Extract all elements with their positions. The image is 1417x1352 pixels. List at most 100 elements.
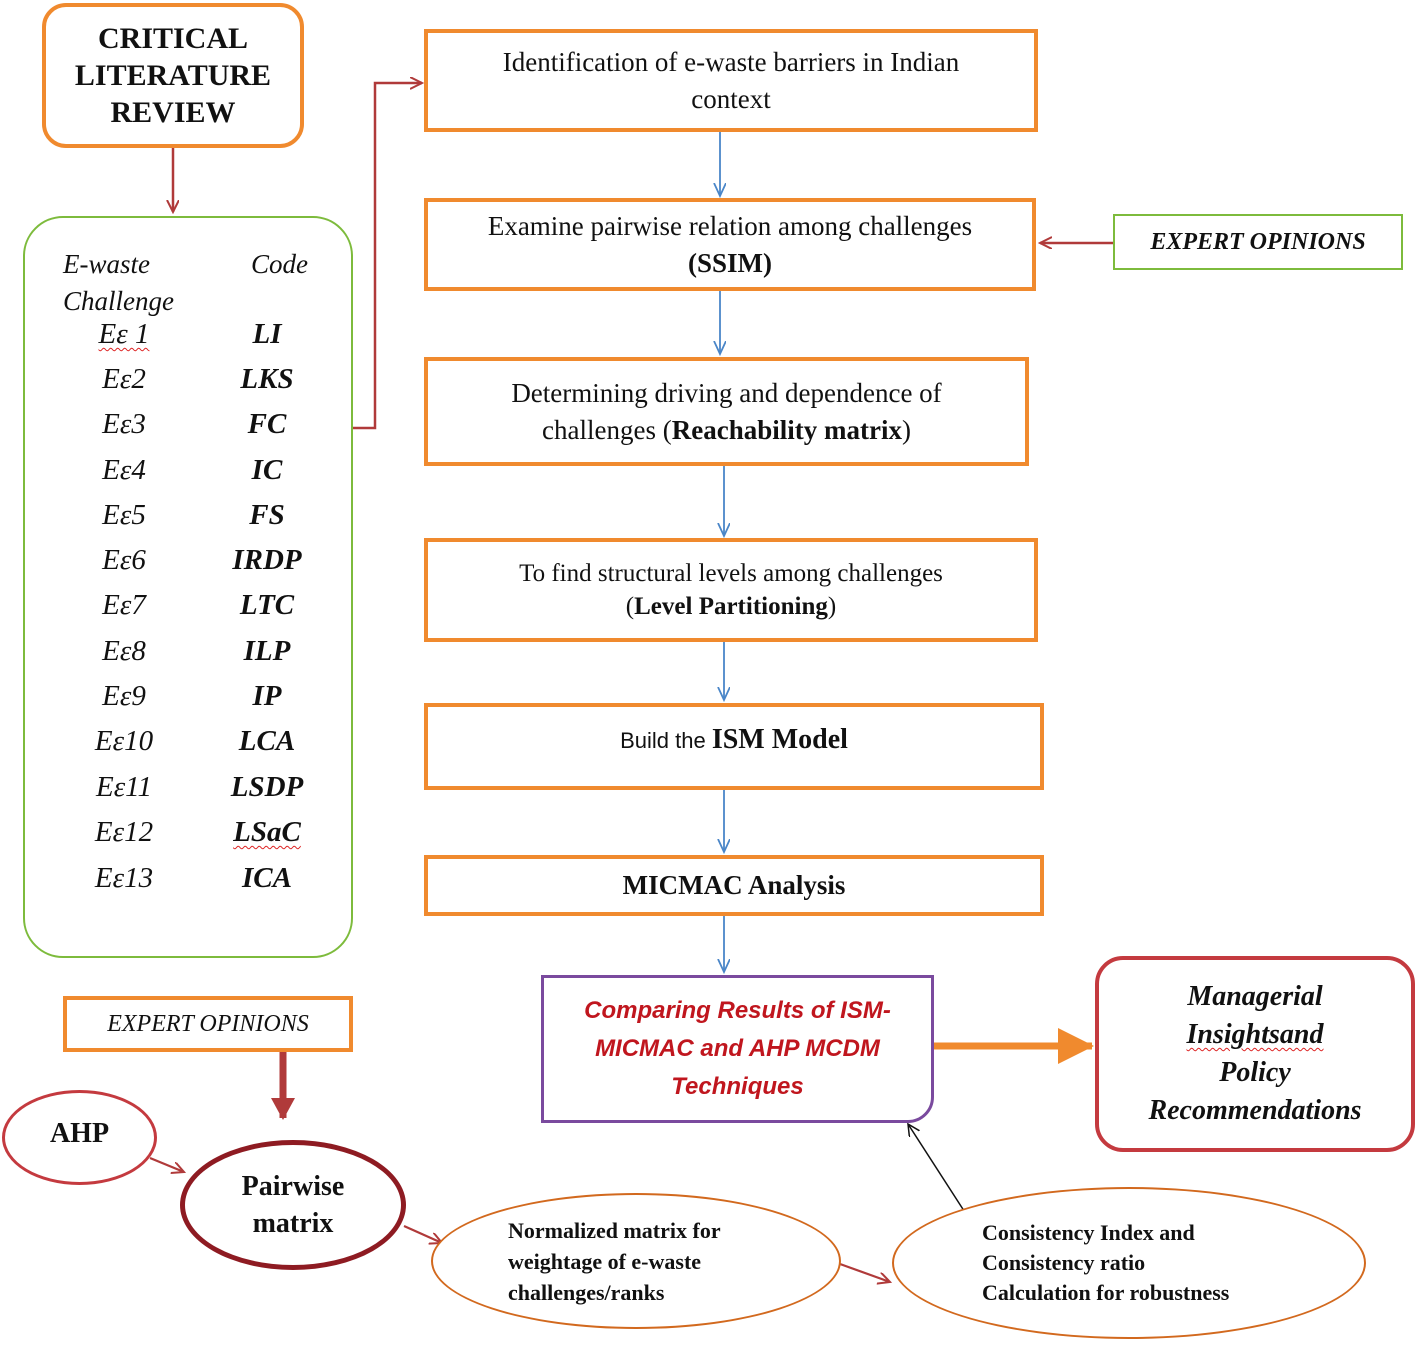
ahp-label: AHP [49, 1117, 110, 1149]
challenge-code: LKS [240, 363, 294, 395]
code-column-header: Code [251, 249, 308, 279]
normalized-line-3: challenges/ranks [508, 1279, 665, 1305]
reachability-line-2-start: challenges ( [542, 414, 672, 445]
challenge-row: Eε 1 LI [25, 318, 355, 362]
reachability-line-2-end: ) [901, 414, 911, 445]
ssim-line-1: Examine pairwise relation among challeng… [487, 210, 973, 241]
challenge-code: LSDP [230, 771, 304, 803]
challenge-header-line-1: E-waste [63, 249, 150, 279]
challenge-id: Eε4 [102, 454, 146, 486]
managerial-line-4: Recommendations [1148, 1095, 1362, 1126]
ism-model-box: Build the ISM Model [424, 703, 1044, 790]
arrow-consistency-to-comparing [908, 1124, 969, 1218]
pairwise-line-1: Pairwise [241, 1171, 345, 1202]
managerial-line-2: Insightsand [1186, 1019, 1324, 1050]
level-line-2-bold: Level Partitioning [634, 593, 828, 620]
challenge-row: Eε6 IRDP [25, 544, 355, 588]
challenge-header-line-2: Challenge [63, 286, 174, 316]
challenge-code: FS [249, 499, 285, 531]
challenge-id: Eε11 [96, 771, 152, 803]
challenge-id: Eε2 [102, 363, 146, 395]
comparing-results-box: Comparing Results of ISM- MICMAC and AHP… [541, 975, 934, 1123]
challenge-row: Eε11 LSDP [25, 771, 355, 815]
normalized-line-2: weightage of e-waste [508, 1248, 702, 1274]
pairwise-matrix-ellipse: Pairwise matrix [180, 1140, 406, 1270]
literature-review-line-3: REVIEW [110, 96, 236, 129]
ism-line-bold: ISM Model [711, 724, 848, 755]
challenge-column-header: E-waste Challenge [63, 246, 174, 320]
normalized-line-1: Normalized matrix for [508, 1217, 721, 1243]
challenges-code-box: E-waste Challenge Code Eε 1 LI Eε2 LKS E… [23, 216, 353, 958]
normalized-matrix-ellipse: Normalized matrix for weightage of e-was… [431, 1193, 841, 1329]
reachability-line-1: Determining driving and dependence of [511, 377, 942, 408]
consistency-ellipse: Consistency Index and Consistency ratio … [892, 1187, 1366, 1339]
level-line-2-start: ( [625, 593, 635, 620]
identification-line-2: context [691, 83, 771, 114]
challenge-code: FC [247, 408, 287, 440]
ssim-line-2: (SSIM) [687, 247, 772, 278]
challenge-row: Eε2 LKS [25, 363, 355, 407]
challenge-id: Eε9 [102, 680, 146, 712]
challenge-row: Eε9 IP [25, 680, 355, 724]
challenge-code: ILP [243, 635, 291, 667]
identification-box: Identification of e-waste barriers in In… [424, 29, 1038, 132]
arrow-pairwise-to-normalized [403, 1224, 442, 1243]
comparing-line-2: MICMAC and AHP MCDM [595, 1035, 880, 1062]
challenge-row: Eε10 LCA [25, 725, 355, 769]
comparing-line-1: Comparing Results of ISM- [584, 997, 891, 1024]
managerial-line-3: Policy [1219, 1057, 1291, 1088]
ism-line: Build the ISM Model [620, 721, 848, 759]
consistency-line-2: Consistency ratio [982, 1250, 1146, 1275]
challenge-id: Eε8 [102, 635, 146, 667]
ism-line-plain: Build the [620, 728, 712, 753]
arrow-normalized-to-consistency [839, 1262, 890, 1282]
challenge-row: Eε7 LTC [25, 589, 355, 633]
challenge-id: Eε5 [102, 499, 146, 531]
challenge-id: Eε6 [102, 544, 146, 576]
challenge-row: Eε12 LSaC [25, 816, 355, 860]
challenge-id: Eε10 [94, 725, 154, 757]
micmac-label: MICMAC Analysis [622, 870, 846, 900]
reachability-line-2-bold: Reachability matrix [671, 414, 902, 445]
challenge-code: LCA [238, 725, 296, 757]
challenge-code: LTC [239, 589, 295, 621]
challenge-code: ICA [242, 862, 292, 894]
challenge-code: IP [252, 680, 282, 712]
reachability-line-2: challenges (Reachability matrix) [542, 412, 911, 449]
challenge-row: Eε8 ILP [25, 635, 355, 679]
expert-opinions-top-box: EXPERT OPINIONS [1113, 214, 1403, 270]
identification-line-1: Identification of e-waste barriers in In… [502, 46, 960, 77]
challenge-code: IRDP [232, 544, 302, 576]
level-line-1: To find structural levels among challeng… [519, 560, 943, 587]
comparing-line-3: Techniques [671, 1073, 804, 1100]
challenge-row: Eε13 ICA [25, 862, 355, 906]
arrow-challenges-to-identification [353, 83, 422, 430]
challenge-row: Eε3 FC [25, 408, 355, 452]
critical-literature-review-box: CRITICAL LITERATURE REVIEW [42, 3, 304, 148]
challenge-id: Eε12 [94, 816, 154, 848]
managerial-insights-box: Managerial Insightsand Policy Recommenda… [1095, 956, 1415, 1152]
expert-opinions-bottom-box: EXPERT OPINIONS [63, 996, 353, 1052]
level-partitioning-box: To find structural levels among challeng… [424, 538, 1038, 642]
challenge-row: Eε4 IC [25, 454, 355, 498]
level-line-2-end: ) [827, 593, 837, 620]
challenge-row: Eε5 FS [25, 499, 355, 543]
reachability-box: Determining driving and dependence of ch… [424, 357, 1029, 466]
arrow-ahp-to-pairwise [149, 1156, 184, 1172]
literature-review-line-2: LITERATURE [74, 59, 272, 92]
consistency-line-1: Consistency Index and [982, 1220, 1195, 1245]
literature-review-line-1: CRITICAL [97, 22, 249, 55]
ssim-box: Examine pairwise relation among challeng… [424, 198, 1036, 291]
challenge-id: Eε7 [102, 589, 146, 621]
ahp-ellipse: AHP [2, 1090, 157, 1185]
challenge-code: IC [251, 454, 283, 486]
level-line-2: (Level Partitioning) [626, 590, 836, 623]
challenge-code: LI [252, 318, 282, 350]
challenge-id: Eε3 [102, 408, 146, 440]
managerial-line-1: Managerial [1187, 981, 1323, 1012]
challenge-code: LSaC [233, 816, 301, 848]
consistency-line-3: Calculation for robustness [982, 1280, 1230, 1305]
challenge-id: Eε13 [94, 862, 154, 894]
pairwise-line-2: matrix [252, 1208, 334, 1239]
